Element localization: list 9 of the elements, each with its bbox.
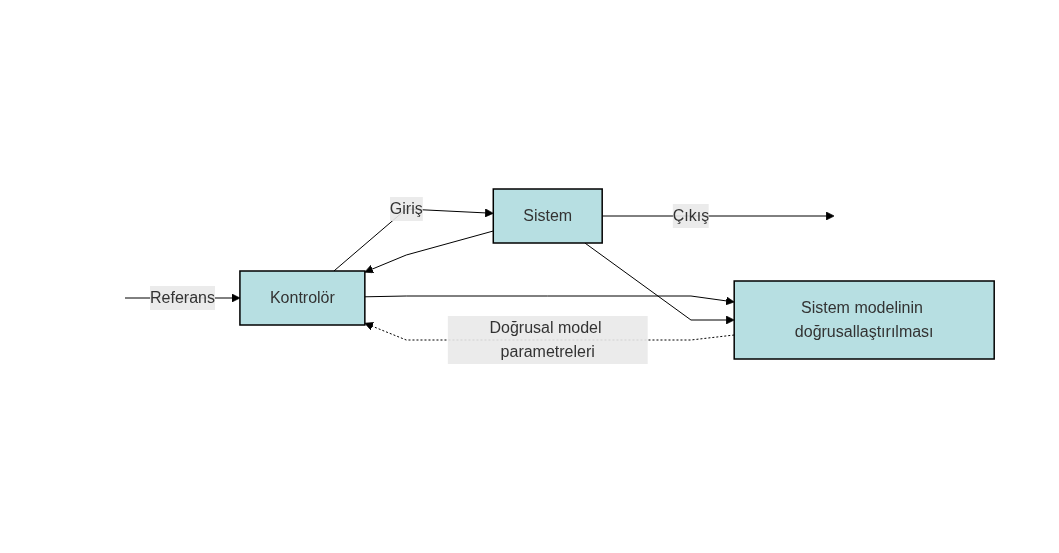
- arrow: [584, 242, 735, 325]
- edge-label: Çıkış: [672, 207, 710, 224]
- arrow: [364, 230, 494, 274]
- edge-label: Doğrusal model parametreleri: [489, 319, 602, 360]
- node-box: Sistem modelinin doğrusallaştırılması: [733, 280, 995, 360]
- edge-label: Referans: [149, 289, 215, 306]
- node-box: Sistem: [492, 188, 603, 244]
- edge-label: Giriş: [389, 200, 423, 217]
- node-box: Kontrolör: [239, 270, 366, 326]
